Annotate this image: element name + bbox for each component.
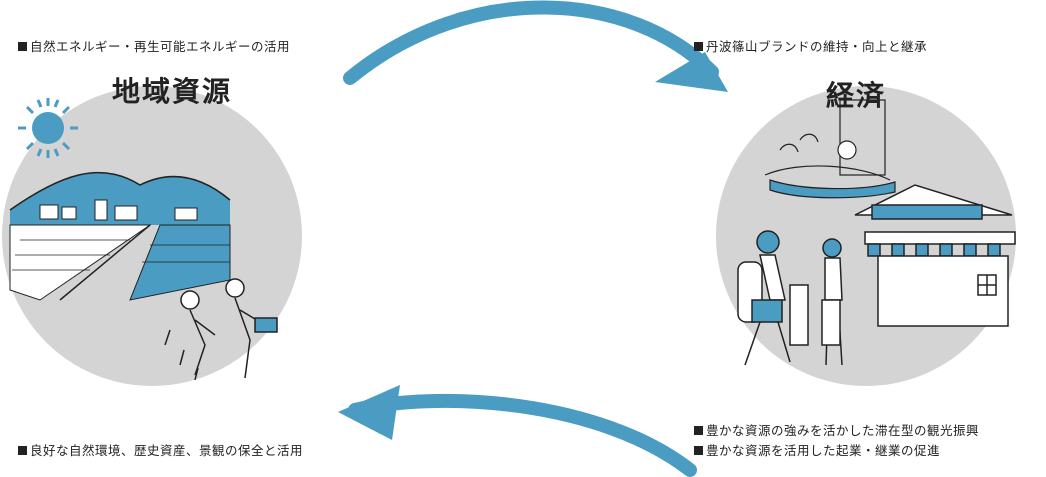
left-title: 地域資源 [112, 75, 233, 108]
left-top-note: 自然エネルギー・再生可能エネルギーの活用 [18, 36, 290, 55]
left-bottom-note: 良好な自然環境、歴史資産、景観の保全と活用 [18, 440, 303, 459]
right-top-note: 丹波篠山ブランドの維持・向上と継承 [694, 36, 927, 55]
farmers-illustration [164, 278, 278, 381]
bottom-arrow [348, 393, 697, 477]
right-title: 経済 [826, 79, 887, 112]
bullet-square-icon [18, 42, 27, 51]
bottom-arrowhead [338, 385, 400, 440]
sun-icon [18, 98, 78, 158]
top-arrowhead [655, 52, 728, 92]
bullet-square-icon [694, 446, 703, 455]
left-circle [2, 86, 302, 386]
shop-illustration [854, 184, 1016, 327]
bullet-square-icon [18, 446, 27, 455]
right-bottom-note-1: 豊かな資源の強みを活かした滞在型の観光振興 [694, 420, 979, 439]
tourists-illustration [737, 230, 843, 366]
top-arrow [343, 0, 719, 85]
bullet-square-icon [694, 426, 703, 435]
village-landscape-illustration [9, 171, 231, 301]
bullet-square-icon [694, 42, 703, 51]
right-bottom-note-2: 豊かな資源を活用した起業・継業の促進 [694, 440, 940, 459]
hot-spring-illustration [764, 99, 896, 199]
